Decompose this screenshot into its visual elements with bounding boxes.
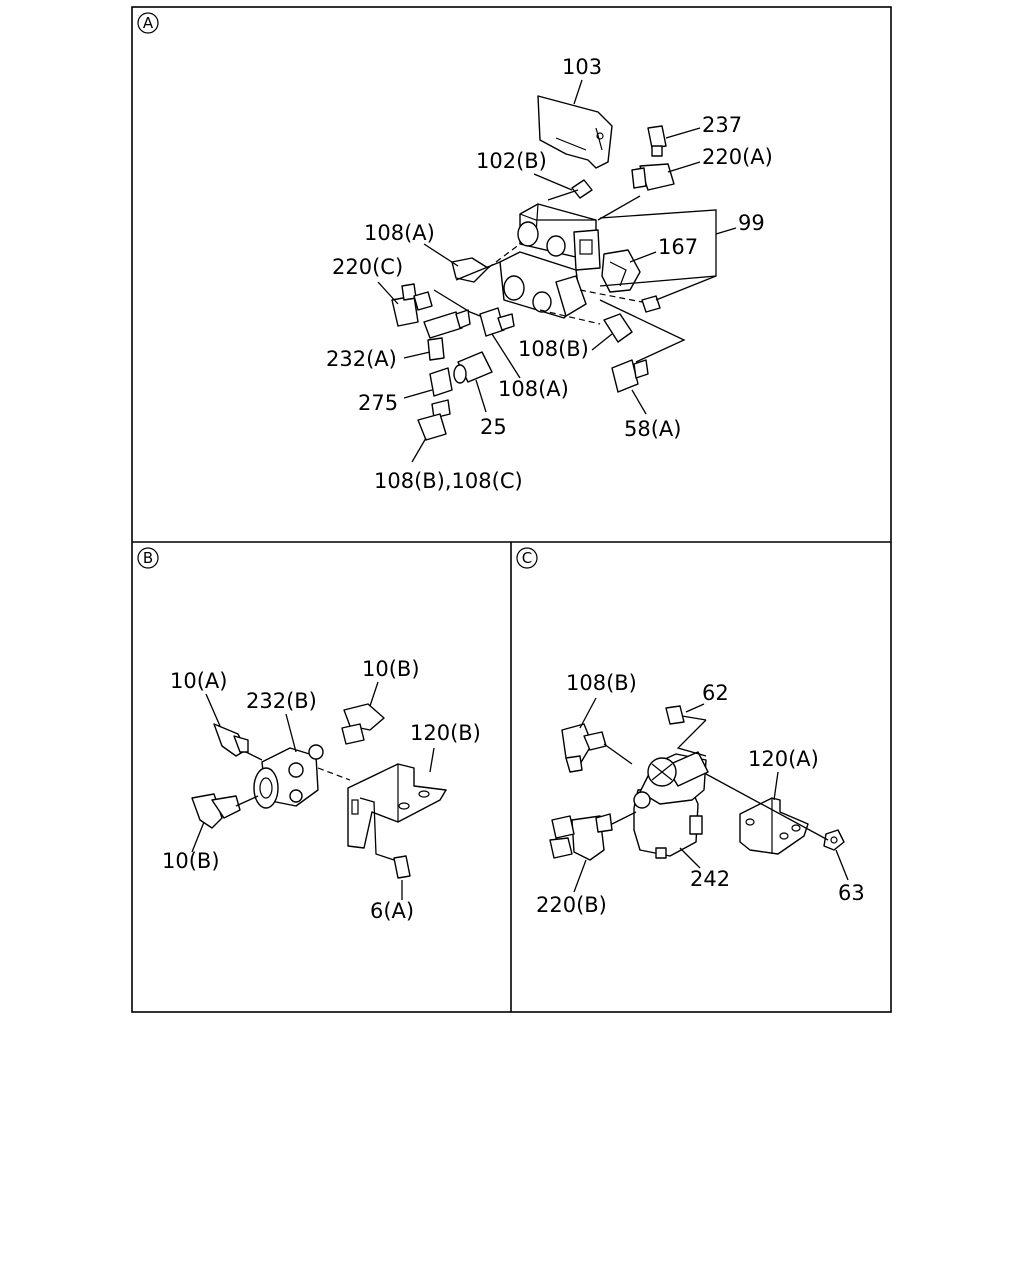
callout-10b-left: 10(B) [162,849,220,873]
callout-237: 237 [702,113,742,137]
callout-25: 25 [480,415,507,439]
callout-220b: 220(B) [536,893,607,917]
panel-frames [131,6,892,1013]
callout-99: 99 [738,211,765,235]
panel-marker-c: C [516,547,538,569]
callout-167: 167 [658,235,698,259]
svg-text:A: A [143,14,154,32]
callout-102b: 102(B) [476,149,547,173]
callout-242: 242 [690,867,730,891]
callout-10a: 10(A) [170,669,227,693]
panel-a-drawing [391,95,717,441]
callout-108b-right: 108(B) [518,337,589,361]
panel-c-callouts: 108(B) 62 120(A) 242 220(B) 63 [536,671,865,917]
panel-a-callouts: 103 237 102(B) 220(A) 99 167 108(A) 220(… [326,55,773,493]
panel-marker-b: B [137,547,159,569]
callout-108a-lower: 108(A) [498,377,569,401]
callout-6a: 6(A) [370,899,414,923]
callout-108b-108c: 108(B),108(C) [374,469,523,493]
callout-120b: 120(B) [410,721,481,745]
svg-text:C: C [522,549,532,567]
callout-10b-top: 10(B) [362,657,420,681]
panel-b-drawing [191,703,447,879]
callout-108b-c: 108(B) [566,671,637,695]
callout-108a-upper: 108(A) [364,221,435,245]
callout-103: 103 [562,55,602,79]
callout-62: 62 [702,681,729,705]
panel-b-callouts: 10(A) 10(B) 232(B) 120(B) 10(B) 6(A) [162,657,481,923]
panel-c-drawing [549,705,845,861]
callout-220a: 220(A) [702,145,773,169]
callout-120a: 120(A) [748,747,819,771]
callout-232b: 232(B) [246,689,317,713]
callout-63: 63 [838,881,865,905]
callout-220c: 220(C) [332,255,403,279]
callout-275: 275 [358,391,398,415]
callout-232a: 232(A) [326,347,397,371]
panel-marker-a: A [137,12,159,34]
svg-text:B: B [143,549,153,567]
callout-58a: 58(A) [624,417,681,441]
